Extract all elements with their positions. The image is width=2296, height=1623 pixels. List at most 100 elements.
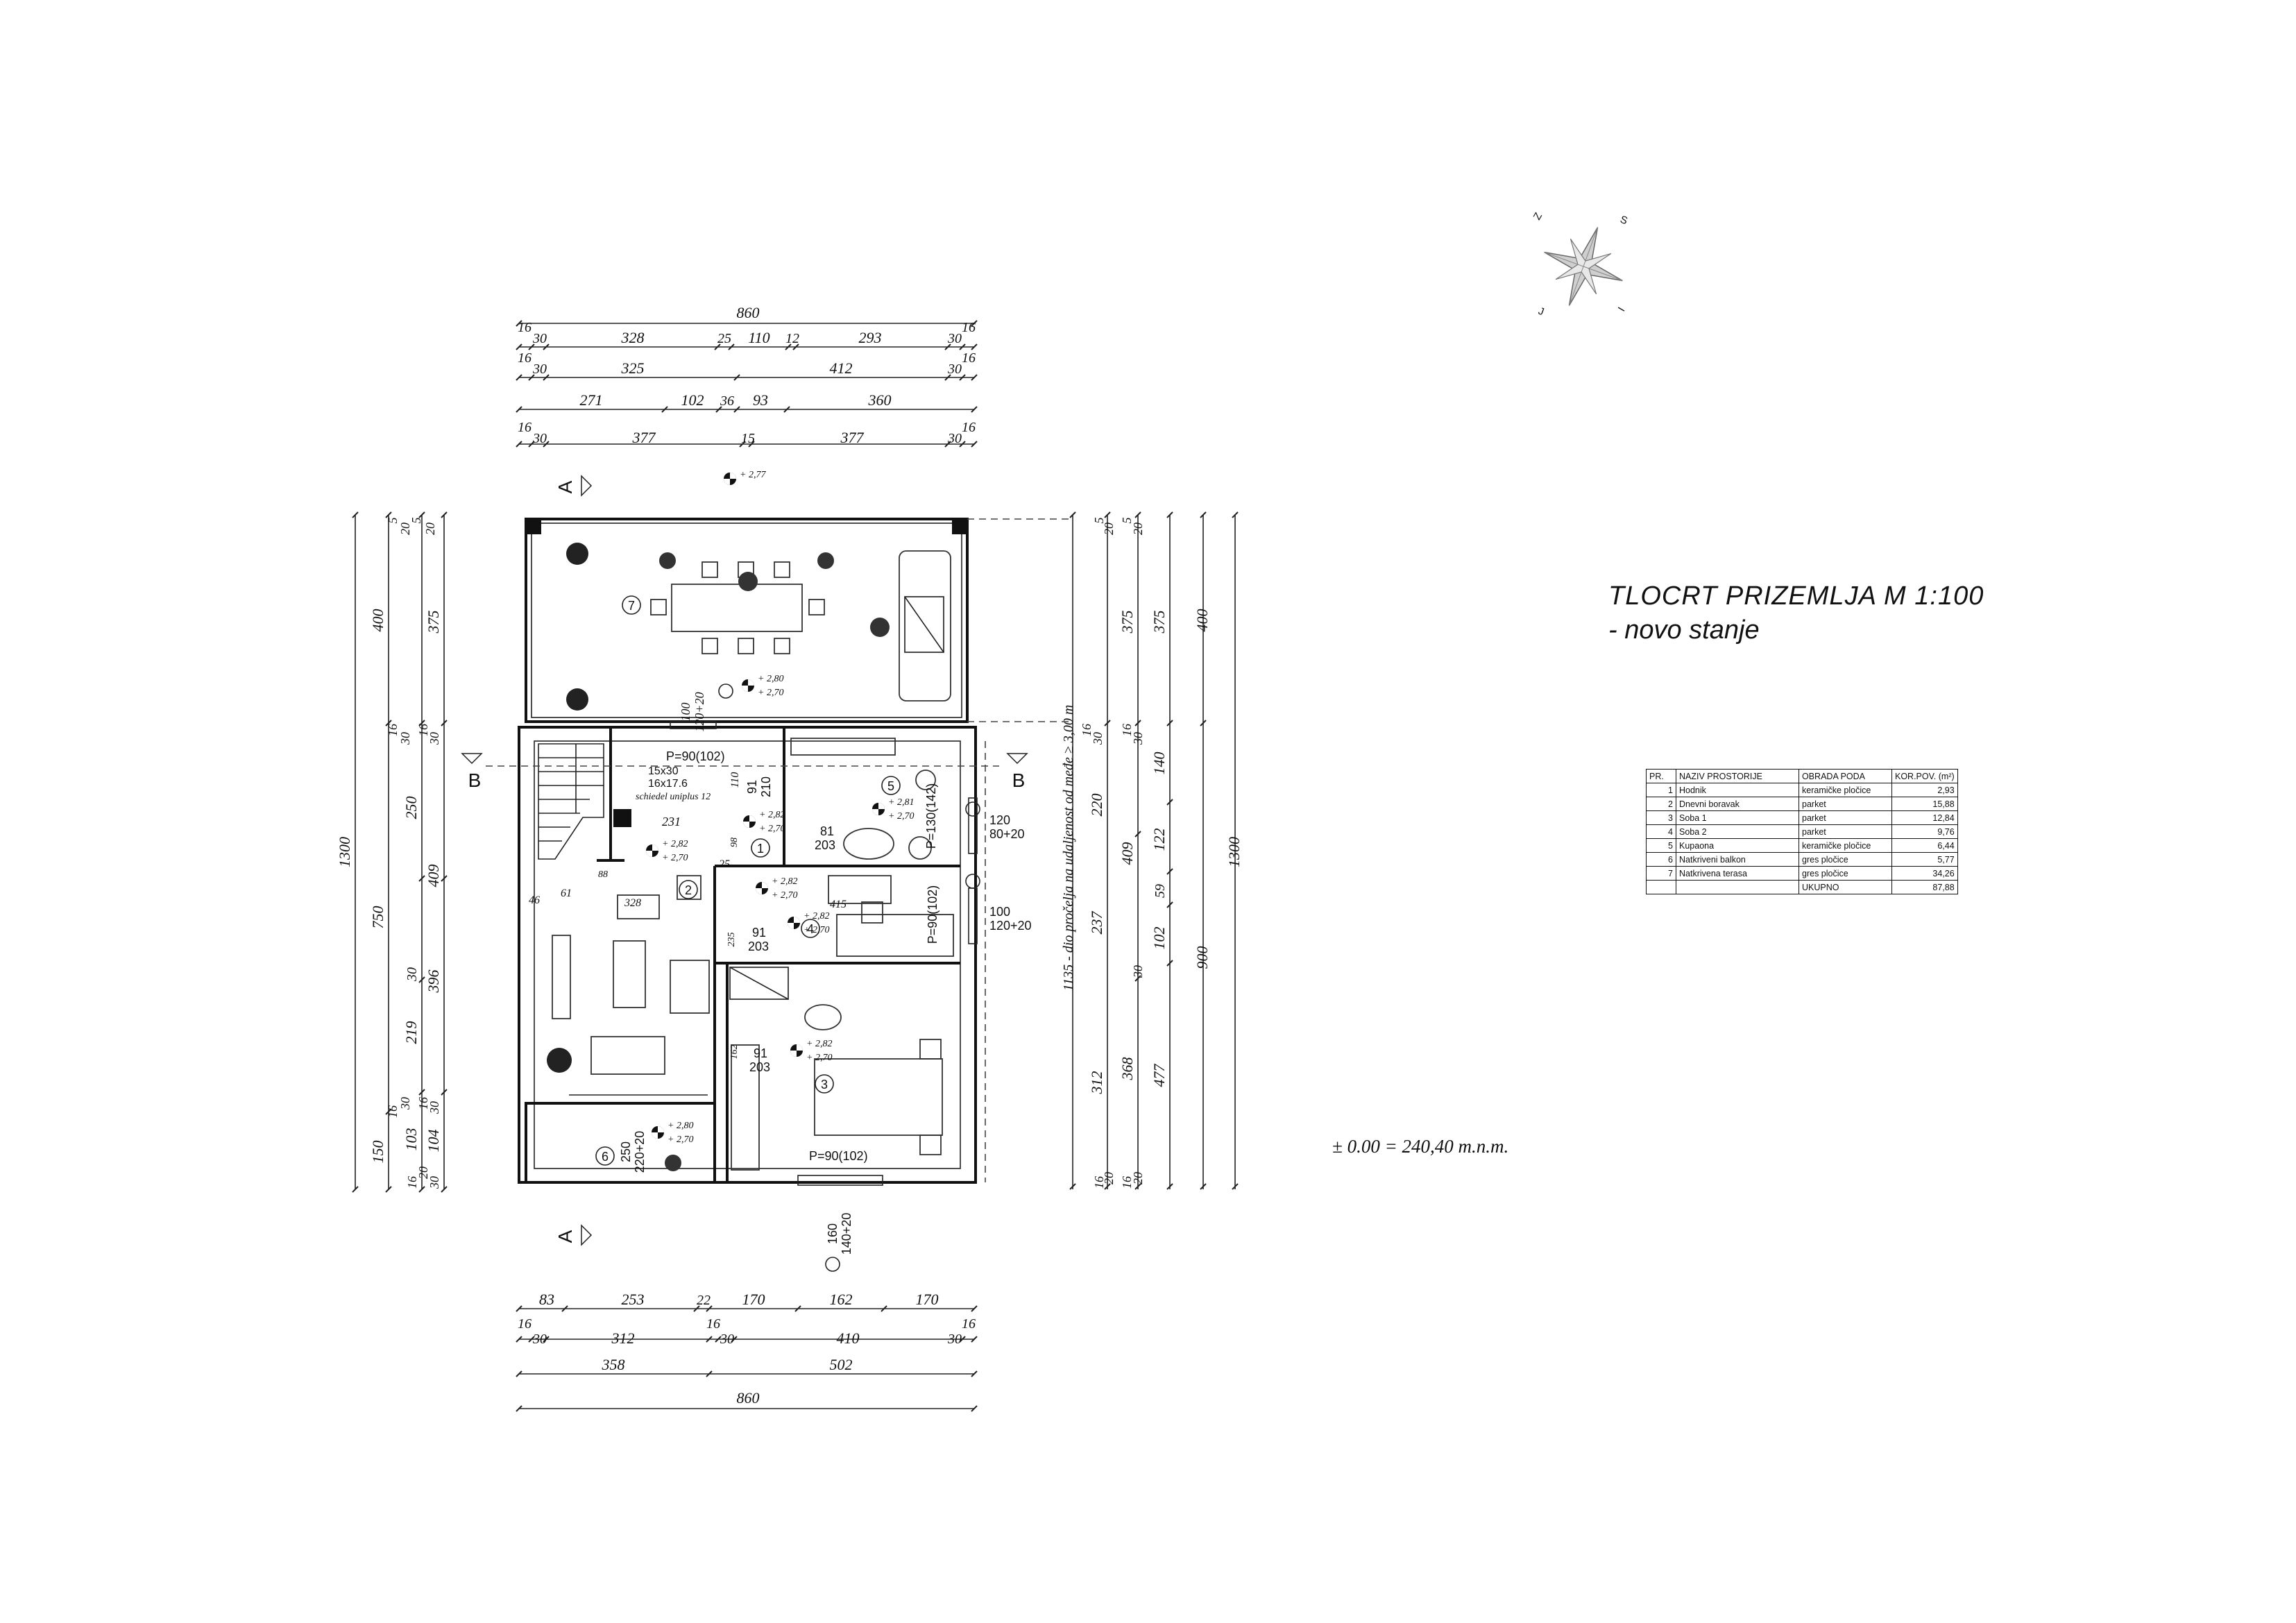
svg-text:328: 328 <box>624 897 641 909</box>
opening-annotations: 100 120+20 P=90(102) 15x30 16x17.6 schie… <box>529 692 1032 1255</box>
svg-text:16: 16 <box>1120 724 1134 736</box>
svg-text:P=90(102): P=90(102) <box>926 885 939 944</box>
table-header-cell: NAZIV PROSTORIJE <box>1676 769 1799 783</box>
svg-text:30: 30 <box>1131 965 1145 978</box>
svg-text:231: 231 <box>662 815 681 829</box>
svg-text:400: 400 <box>369 609 386 632</box>
svg-text:30: 30 <box>1131 732 1145 745</box>
svg-text:5: 5 <box>409 518 423 524</box>
svg-text:+ 2,70: + 2,70 <box>759 824 785 834</box>
svg-text:325: 325 <box>621 359 645 377</box>
svg-text:80+20: 80+20 <box>989 827 1025 841</box>
svg-text:1: 1 <box>757 842 764 856</box>
table-header-cell: PR. <box>1646 769 1676 783</box>
svg-text:477: 477 <box>1150 1064 1168 1087</box>
right-dimension-chain: 1135 - dio pročelja na udaljenost od međ… <box>1061 511 1243 1190</box>
left-dimension-chain: 1300 400 750 150 5 20 5 16 30 250 30 219… <box>336 511 448 1193</box>
svg-text:16: 16 <box>1092 1176 1106 1189</box>
svg-text:377: 377 <box>632 429 656 446</box>
svg-text:20: 20 <box>1102 1172 1116 1184</box>
svg-text:220+20: 220+20 <box>633 1131 647 1173</box>
table-cell: 3 <box>1646 810 1676 825</box>
svg-text:162: 162 <box>729 1045 740 1060</box>
openings <box>670 683 980 1272</box>
room-number-markers: 1 2 3 4 5 6 7 <box>595 595 901 1166</box>
svg-text:4: 4 <box>807 922 814 936</box>
svg-text:46: 46 <box>529 894 540 906</box>
svg-text:20: 20 <box>1131 1172 1145 1184</box>
svg-text:+ 2,70: + 2,70 <box>667 1135 693 1145</box>
svg-text:5: 5 <box>1120 518 1134 524</box>
svg-text:312: 312 <box>611 1329 635 1347</box>
drawing-title-line2: - novo stanje <box>1608 615 1760 645</box>
svg-text:110: 110 <box>748 329 769 346</box>
svg-text:88: 88 <box>598 869 608 880</box>
svg-text:150: 150 <box>369 1141 386 1164</box>
svg-text:16: 16 <box>518 350 532 366</box>
svg-text:61: 61 <box>561 887 572 899</box>
svg-text:A: A <box>554 480 576 493</box>
svg-text:16: 16 <box>1080 724 1094 736</box>
svg-text:+ 2,70: + 2,70 <box>662 853 688 863</box>
svg-text:25: 25 <box>717 331 731 346</box>
svg-text:B: B <box>1012 770 1026 791</box>
svg-text:140: 140 <box>1150 752 1168 775</box>
svg-text:235: 235 <box>726 933 737 947</box>
section-a-marker-bottom: A <box>554 1224 593 1246</box>
svg-text:91: 91 <box>754 1046 767 1060</box>
svg-text:+ 2,81: + 2,81 <box>888 797 914 808</box>
svg-text:30: 30 <box>427 1176 441 1189</box>
svg-text:312: 312 <box>1088 1071 1105 1095</box>
svg-text:16: 16 <box>518 1316 532 1332</box>
table-cell: 1 <box>1646 783 1676 797</box>
table-cell: 2 <box>1646 797 1676 811</box>
svg-text:30: 30 <box>427 732 441 745</box>
dining-table <box>650 561 825 654</box>
section-b-marker-right: B <box>1006 753 1028 791</box>
table-cell: Natkriveni balkon <box>1676 852 1799 867</box>
section-a-marker-top: A <box>554 475 593 497</box>
svg-text:170: 170 <box>916 1291 939 1308</box>
svg-text:750: 750 <box>369 906 386 929</box>
table-cell: Soba 2 <box>1676 824 1799 839</box>
svg-text:+ 2,70: + 2,70 <box>803 925 829 935</box>
svg-text:250: 250 <box>619 1141 633 1162</box>
svg-text:410: 410 <box>837 1329 860 1347</box>
svg-text:30: 30 <box>532 362 547 377</box>
table-cell: 12,84 <box>1891 810 1958 825</box>
svg-text:16: 16 <box>518 320 532 335</box>
svg-text:122: 122 <box>1150 829 1168 851</box>
table-cell: 2,93 <box>1891 783 1958 797</box>
table-cell: 7 <box>1646 866 1676 881</box>
table-cell: 15,88 <box>1891 797 1958 811</box>
table-cell: 5 <box>1646 838 1676 853</box>
svg-text:59: 59 <box>1153 884 1168 898</box>
svg-text:16: 16 <box>706 1316 720 1332</box>
svg-text:368: 368 <box>1119 1057 1136 1081</box>
svg-text:400: 400 <box>1193 609 1211 632</box>
svg-text:30: 30 <box>532 331 547 346</box>
svg-text:377: 377 <box>840 429 865 446</box>
svg-text:16: 16 <box>962 420 976 435</box>
compass-rose-icon: S Z J I <box>1531 211 1629 318</box>
compass-z-label: Z <box>1531 211 1545 222</box>
table-header-cell: OBRADA PODA <box>1798 769 1892 783</box>
table-cell: Dnevni boravak <box>1676 797 1799 811</box>
svg-text:220: 220 <box>1088 794 1105 817</box>
svg-text:203: 203 <box>748 940 769 953</box>
svg-text:1135 - dio pročelja na udaljen: 1135 - dio pročelja na udaljenost od međ… <box>1061 705 1076 992</box>
compass-i-label: I <box>1616 305 1628 314</box>
svg-text:16: 16 <box>405 1176 419 1189</box>
svg-text:2: 2 <box>685 883 692 897</box>
section-b-marker-left: B <box>461 753 999 791</box>
svg-text:16: 16 <box>962 320 976 335</box>
height-markers: + 2,77 + 2,80+ 2,70 + 2,82+ 2,70 + 2,81+… <box>646 470 914 1145</box>
svg-text:+ 2,82: + 2,82 <box>806 1039 832 1049</box>
svg-text:293: 293 <box>859 329 882 346</box>
svg-text:7: 7 <box>628 599 635 613</box>
svg-text:30: 30 <box>405 967 420 982</box>
svg-text:360: 360 <box>868 391 892 409</box>
